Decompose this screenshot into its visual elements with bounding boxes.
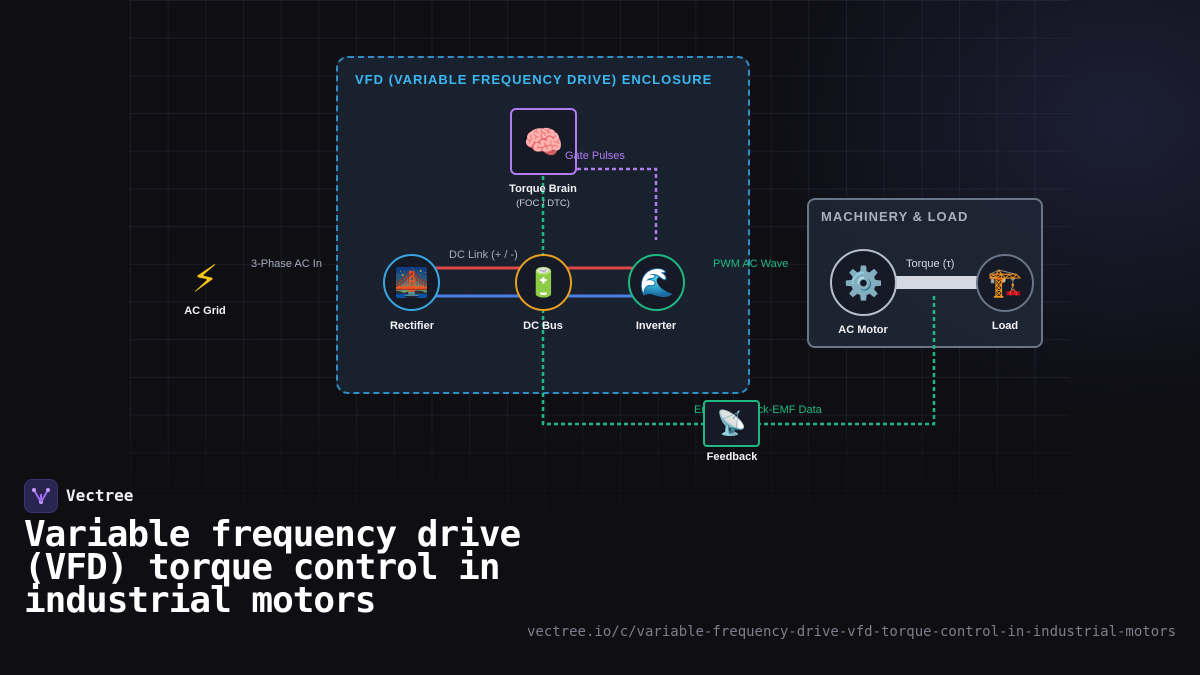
gear-icon: ⚙️ xyxy=(843,264,884,301)
feedback-node: 📡 xyxy=(703,400,760,447)
gate-pulses-line xyxy=(577,167,658,240)
source-url[interactable]: vectree.io/c/variable-frequency-drive-vf… xyxy=(526,624,1176,640)
load-label: Load xyxy=(991,320,1019,332)
vectree-logo-icon xyxy=(24,479,58,513)
dc-bus-label: DC Bus xyxy=(523,320,563,332)
feedback-line-to-brain xyxy=(541,176,704,426)
satellite-antenna-icon: 📡 xyxy=(716,409,747,437)
pwm-wave-label: PWM AC Wave xyxy=(713,258,789,270)
motor-shaft xyxy=(896,276,978,289)
page-title: Variable frequency drive (VFD) torque co… xyxy=(24,514,521,621)
three-phase-label: 3-Phase AC In xyxy=(251,258,322,270)
dc-bus-node: 🔋 xyxy=(515,254,572,311)
feedback-label: Feedback xyxy=(706,451,758,463)
inverter-label: Inverter xyxy=(635,320,677,332)
enclosure-title: VFD (VARIABLE FREQUENCY DRIVE) ENCLOSURE xyxy=(355,72,713,87)
ac-grid-node: ⚡ xyxy=(182,258,228,302)
battery-icon: 🔋 xyxy=(526,266,561,298)
lightning-icon: ⚡ xyxy=(191,259,219,301)
dc-link-label: DC Link (+ / -) xyxy=(449,249,518,261)
vectree-mark-icon xyxy=(32,488,50,504)
brand-name: Vectree xyxy=(66,486,134,505)
load-node: 🏗️ xyxy=(976,254,1034,312)
ac-motor-label: AC Motor xyxy=(838,324,888,336)
bridge-icon: 🌉 xyxy=(394,266,429,298)
ac-grid-label: AC Grid xyxy=(184,305,226,317)
torque-brain-label: Torque Brain xyxy=(509,183,577,195)
ac-motor-node: ⚙️ xyxy=(830,249,897,316)
torque-brain-node: 🧠 xyxy=(510,108,577,175)
crane-icon: 🏗️ xyxy=(987,267,1023,298)
torque-brain-sublabel: (FOC / DTC) xyxy=(516,198,570,209)
feedback-line-from-motor xyxy=(760,296,936,426)
rectifier-node: 🌉 xyxy=(383,254,440,311)
rectifier-label: Rectifier xyxy=(389,320,435,332)
torque-label: Torque (τ) xyxy=(906,258,955,270)
inverter-node: 🌊 xyxy=(628,254,685,311)
wave-icon: 🌊 xyxy=(639,266,674,298)
gate-pulses-label: Gate Pulses xyxy=(565,150,625,162)
machinery-title: MACHINERY & LOAD xyxy=(821,209,969,224)
brain-icon: 🧠 xyxy=(523,123,564,160)
